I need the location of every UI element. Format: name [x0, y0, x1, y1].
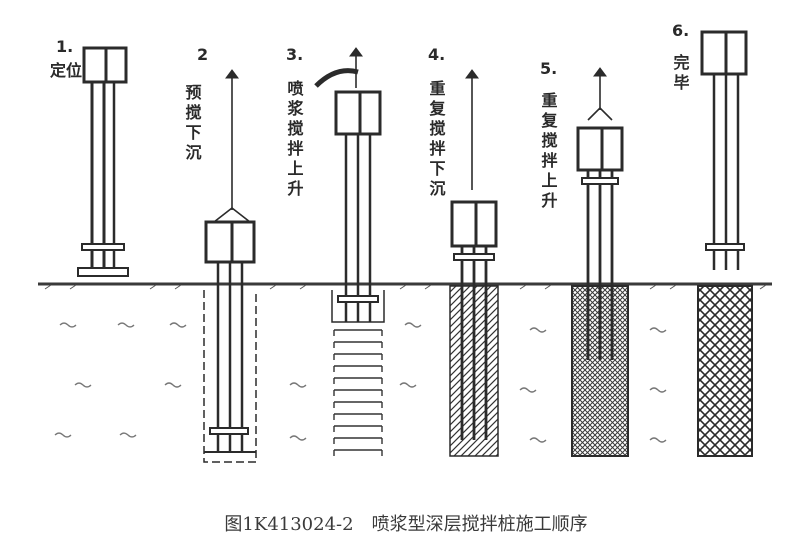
step-1-label: 定位	[49, 61, 82, 80]
step-6-label-text: 完毕	[671, 53, 690, 94]
step-1-label-text: 定位	[49, 61, 82, 80]
step-1-rig	[78, 48, 128, 276]
step-1-number: 1.	[56, 37, 73, 56]
step-5-label: 重复搅拌上升	[539, 91, 559, 212]
step-4-rig	[450, 70, 498, 456]
figure-caption: 图1K413024-2 喷浆型深层搅拌桩施工顺序	[224, 514, 587, 535]
step-3-grout-column	[334, 330, 382, 458]
step-6-rig	[698, 32, 752, 456]
step-3-label: 喷浆搅拌上升	[285, 80, 305, 200]
step-5-rig	[572, 68, 628, 456]
step-3-number: 3.	[286, 45, 303, 64]
step-2-rig	[204, 70, 256, 462]
step-3-rig	[316, 48, 384, 322]
step-5-label-text: 重复搅拌上升	[539, 91, 559, 212]
step-2-label: 预搅下沉	[183, 84, 202, 164]
step-4-label: 重复搅拌下沉	[427, 79, 447, 200]
step-3-label-text: 喷浆搅拌上升	[285, 80, 305, 200]
step-4-label-text: 重复搅拌下沉	[427, 79, 447, 200]
step-2-label-text: 预搅下沉	[183, 84, 202, 164]
step-5-number: 5.	[540, 59, 557, 78]
step-4-number: 4.	[428, 45, 445, 64]
ground-texture	[45, 285, 766, 289]
step-2-number: 2	[197, 45, 208, 64]
step-6-number: 6.	[672, 21, 689, 40]
step-6-label: 完毕	[671, 53, 690, 94]
